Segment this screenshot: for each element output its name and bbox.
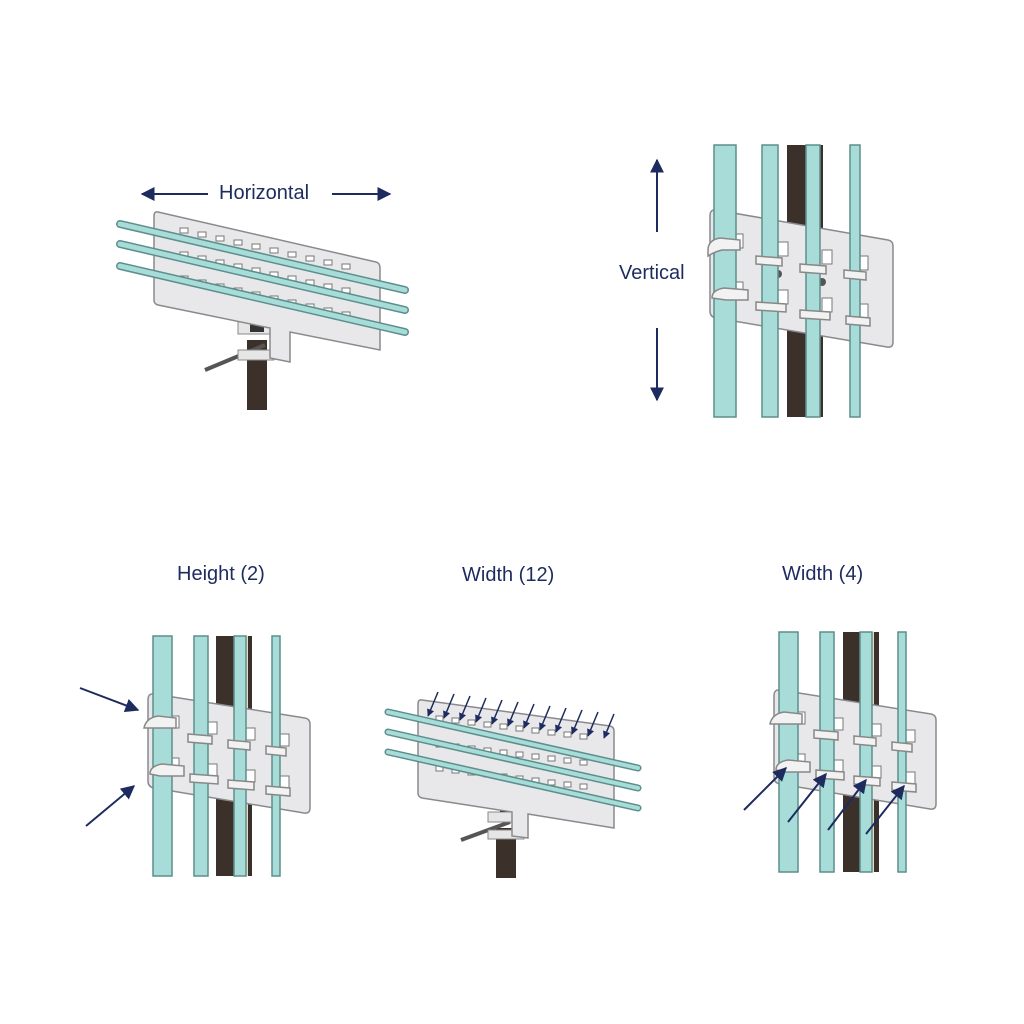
width4-label: Width (4) [782, 563, 864, 585]
cables [116, 220, 409, 336]
height-view [79, 635, 311, 877]
vertical-label: Vertical [619, 262, 685, 284]
cables [713, 144, 861, 418]
width4-arrows [743, 767, 905, 835]
mounting-plate [417, 699, 615, 839]
width12-arrows [427, 691, 615, 739]
horizontal-mount-view [116, 187, 409, 410]
width12-view [384, 691, 642, 878]
bracket-rod [204, 343, 266, 372]
cable-clips [707, 237, 871, 327]
horizontal-label: Horizontal [219, 182, 310, 204]
pole [496, 828, 516, 878]
height-label: Height (2) [177, 563, 265, 585]
cables [384, 708, 642, 812]
mounting-plate [153, 211, 381, 363]
height-arrow-1 [79, 687, 140, 713]
height-arrow-2 [85, 785, 136, 827]
width12-label: Width (12) [462, 564, 555, 586]
mounting-plate [147, 693, 311, 814]
width4-view [743, 631, 937, 873]
cables [778, 631, 907, 873]
vertical-mount-view [650, 144, 894, 418]
mounting-plate [709, 209, 894, 348]
